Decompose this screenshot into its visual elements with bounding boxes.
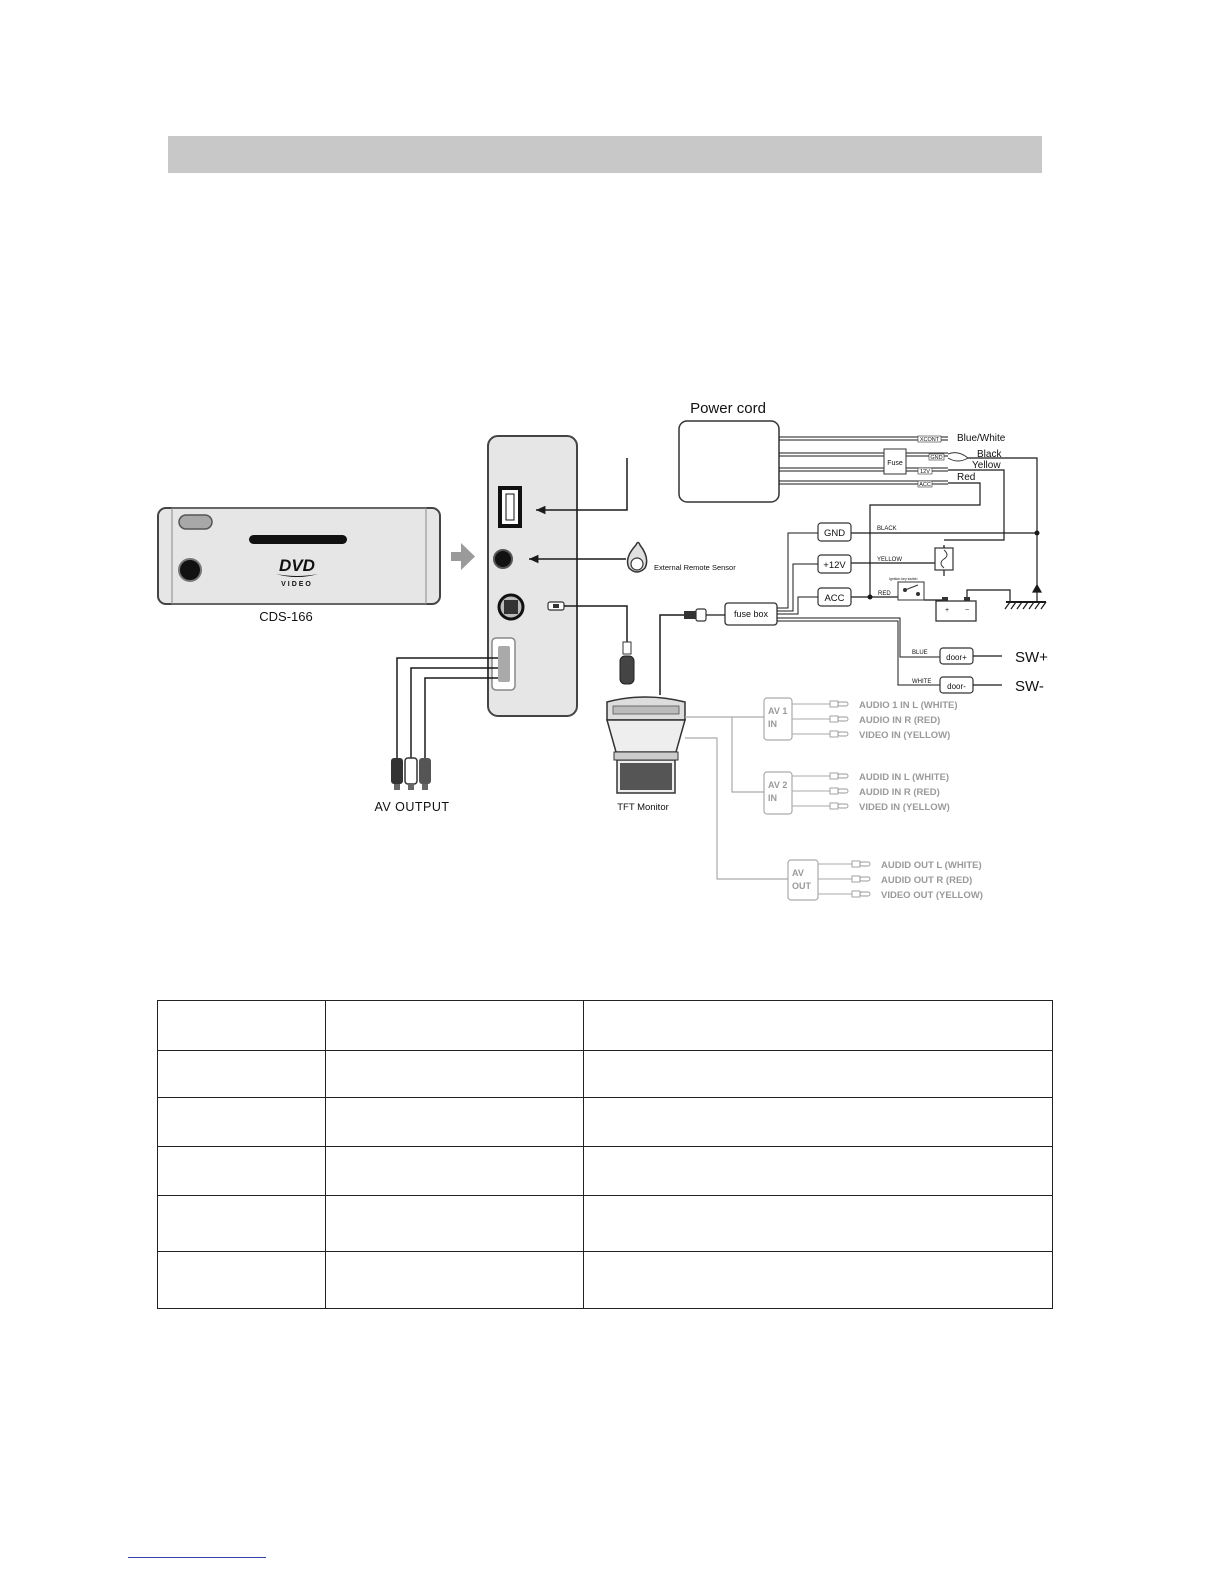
dvd-logo-icon: DVD VIDEO (276, 556, 318, 588)
table-row (157, 1251, 1053, 1309)
tft-monitor-icon (606, 696, 686, 794)
svg-text:VIDEO: VIDEO (281, 581, 313, 588)
wire-label-red: Red (957, 472, 975, 483)
rca-jack-icons (829, 700, 871, 898)
rca-plugs-icon (391, 757, 431, 790)
avout-line-1: AUDID OUT L (WHITE) (881, 860, 982, 871)
fuse-label: Fuse (887, 460, 903, 467)
fuse-symbol-icon (934, 547, 954, 571)
din-connector-icon (547, 601, 565, 611)
fuse-box-label: fuse box (734, 609, 769, 619)
wire-label-black: Black (977, 449, 1002, 460)
power-cord-title: Power cord (690, 400, 766, 417)
av2-line-3: VIDED IN (YELLOW) (859, 802, 950, 813)
av1-line-3: VIDEO IN (YELLOW) (859, 730, 950, 741)
wire-label-yellow-small: YELLOW (877, 557, 902, 563)
remote-sensor-icon (626, 541, 648, 573)
door-minus-label: door- (947, 682, 966, 691)
switch-sw-minus: SW- (1015, 678, 1044, 695)
rear-panel (487, 435, 578, 717)
avout-line-3: VIDEO OUT (YELLOW) (881, 890, 983, 901)
svg-text:DVD: DVD (279, 556, 315, 575)
wire-tag-xcont: XCONT (920, 437, 940, 443)
av2-line-2: AUDID IN R (RED) (859, 787, 940, 798)
table-row (157, 1050, 1053, 1098)
monitor-plug-icon (619, 641, 635, 685)
terminal-gnd: GND (824, 528, 845, 539)
remote-sensor-label: External Remote Sensor (654, 563, 736, 572)
plug-connector-icon (684, 608, 725, 622)
svg-text:−: − (965, 607, 969, 614)
wire-label-blue-white: Blue/White (957, 433, 1006, 444)
wire-label-blue: BLUE (912, 650, 928, 656)
arrow-right-icon (451, 543, 475, 570)
power-cord-box (678, 420, 780, 503)
avout-line-2: AUDID OUT R (RED) (881, 875, 972, 886)
av1-title-1: AV 1 (768, 706, 787, 716)
table-row (157, 1097, 1053, 1147)
footnote-rule (128, 1557, 266, 1558)
battery-icon: + − (935, 597, 977, 622)
terminal-12v: +12V (823, 560, 846, 571)
av2-line-1: AUDID IN L (WHITE) (859, 772, 949, 783)
wire-label-white: WHITE (912, 679, 931, 685)
av1-line-2: AUDIO IN R (RED) (859, 715, 940, 726)
av1-line-1: AUDIO 1 IN L (WHITE) (859, 700, 958, 711)
av2-title-2: IN (768, 793, 777, 803)
terminal-acc: ACC (824, 593, 844, 604)
table-row (157, 1146, 1053, 1196)
av-output-label: AV OUTPUT (374, 800, 449, 814)
wire-tag-acc: ACC (919, 482, 931, 488)
avout-title-1: AV (792, 868, 804, 878)
avout-title-2: OUT (792, 881, 812, 891)
table-row (157, 1195, 1053, 1252)
ground-icon (1004, 583, 1047, 610)
section-header-band (168, 136, 1042, 173)
wire-label-red-small: RED (878, 591, 891, 597)
table-row (157, 1000, 1053, 1051)
monitor-label: TFT Monitor (617, 802, 669, 813)
svg-text:+: + (945, 607, 949, 614)
av2-title-1: AV 2 (768, 780, 787, 790)
unit-label: CDS-166 (259, 609, 312, 624)
wire-tag-12v: 12V (920, 469, 930, 475)
fuse-icon (883, 448, 907, 475)
spec-table (157, 1000, 1053, 1309)
wire-tag-gnd: GND (930, 455, 942, 461)
dvd-unit: DVD VIDEO (157, 507, 441, 605)
ignition-label: Ignition key switch (889, 577, 917, 581)
wiring-diagram: DVD VIDEO CDS-166 External Remote Sensor… (157, 400, 1048, 901)
wire-label-yellow: Yellow (972, 460, 1001, 471)
av1-title-2: IN (768, 719, 777, 729)
ignition-switch-icon (897, 581, 925, 601)
wire-label-black-small: BLACK (877, 526, 897, 532)
door-plus-label: door+ (946, 653, 967, 662)
switch-sw-plus: SW+ (1015, 649, 1048, 666)
